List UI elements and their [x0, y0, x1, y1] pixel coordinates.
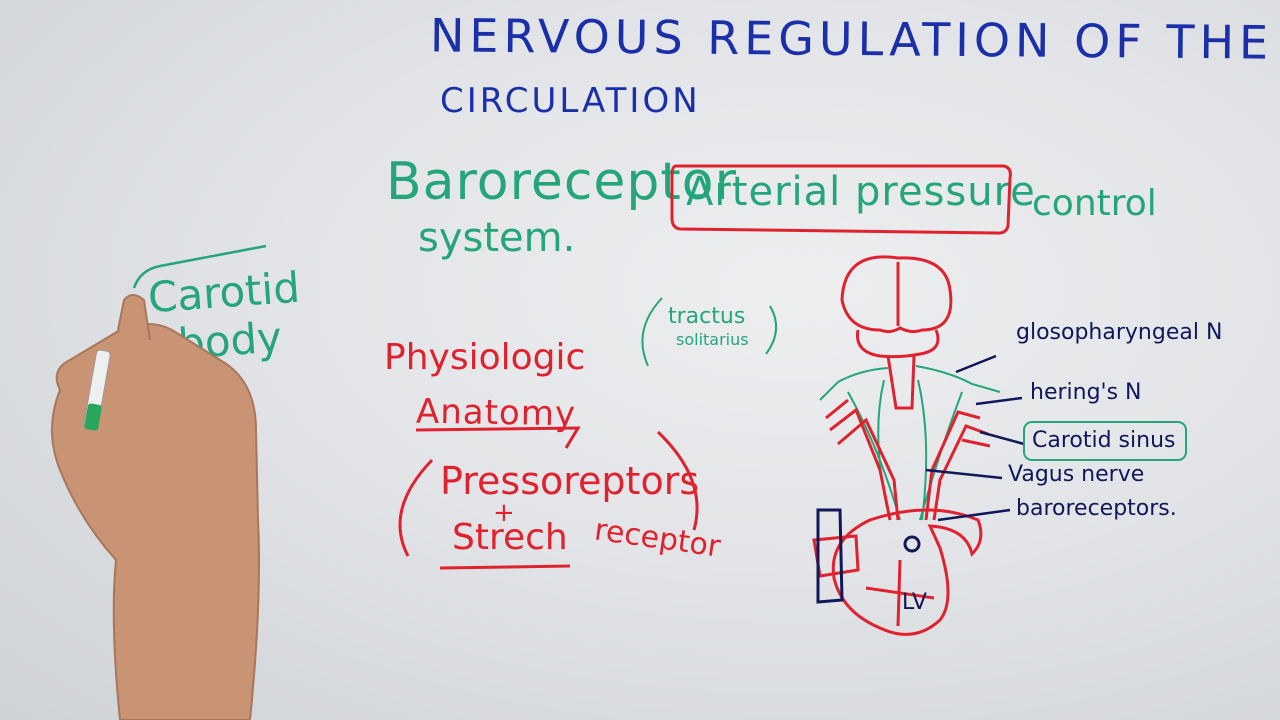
carotid-sinus-box [1023, 421, 1187, 461]
tractus-paren-left [641, 297, 663, 367]
note-solitarius: solitarius [676, 330, 749, 349]
nerves-sketch [819, 365, 1001, 521]
heading-physiologic: Physiologic [384, 337, 586, 378]
atrium-outline [816, 508, 844, 604]
note-tractus: tractus [668, 304, 746, 329]
label-carotid-sinus: Carotid sinus [1032, 428, 1176, 453]
label-herings: hering's N [1030, 380, 1142, 405]
arteries-sketch [825, 398, 991, 521]
presso-paren-left [398, 458, 434, 557]
note-pressoreceptors: Pressoreptors [440, 459, 700, 503]
label-glossopharyngeal: glosopharyngeal N [1016, 320, 1223, 345]
note-plus: + [493, 498, 515, 528]
arterial-pressure-box [670, 164, 1012, 235]
note-strech: Strech [452, 517, 568, 558]
subtitle-control: control [1032, 183, 1157, 224]
label-lv: LV [902, 590, 927, 615]
anatomy-underline [415, 426, 581, 449]
presso-paren-right [656, 430, 699, 531]
baroreceptor-dot [903, 535, 921, 553]
subtitle-system: system. [418, 215, 576, 261]
hand-sketch [51, 294, 260, 720]
label-vagus: Vagus nerve [1008, 462, 1145, 487]
brain-sketch [840, 255, 953, 410]
tractus-paren-right [765, 305, 777, 355]
title-line-2: CIRCULATION [440, 81, 701, 121]
label-baroreceptors: baroreceptors. [1016, 496, 1177, 521]
carotid-bracket [132, 244, 267, 289]
strech-underline [439, 564, 571, 570]
label-pointers [925, 354, 1025, 522]
subtitle-arterial-pressure: Arterial pressure [686, 169, 1036, 215]
